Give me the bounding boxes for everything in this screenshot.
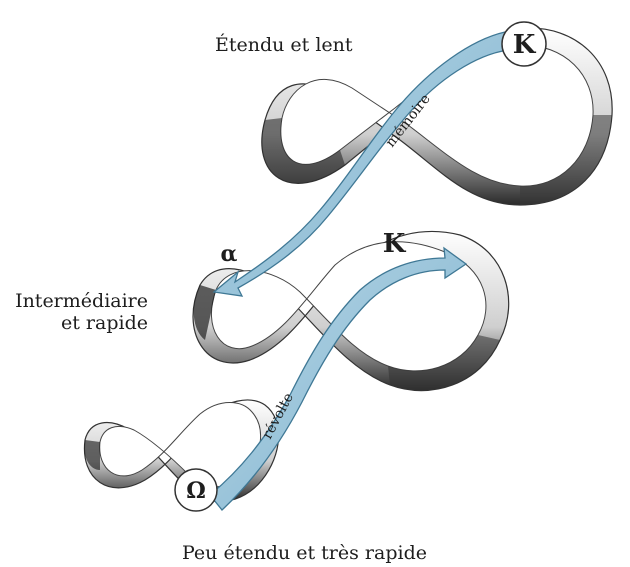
label-intermediate-cycle: Intermédiaire et rapide — [8, 290, 148, 334]
label-slow-cycle: Étendu et lent — [215, 34, 353, 56]
omega-symbol: Ω — [186, 478, 206, 504]
label-intermediate-line2: et rapide — [8, 312, 148, 334]
omega-node: Ω — [175, 469, 217, 511]
k-middle-symbol: K — [383, 229, 407, 259]
label-fast-cycle: Peu étendu et très rapide — [182, 542, 427, 564]
alpha-symbol: α — [221, 241, 238, 267]
label-intermediate-line1: Intermédiaire — [8, 290, 148, 312]
k-top-node: K — [502, 22, 546, 66]
k-top-symbol: K — [513, 30, 537, 60]
